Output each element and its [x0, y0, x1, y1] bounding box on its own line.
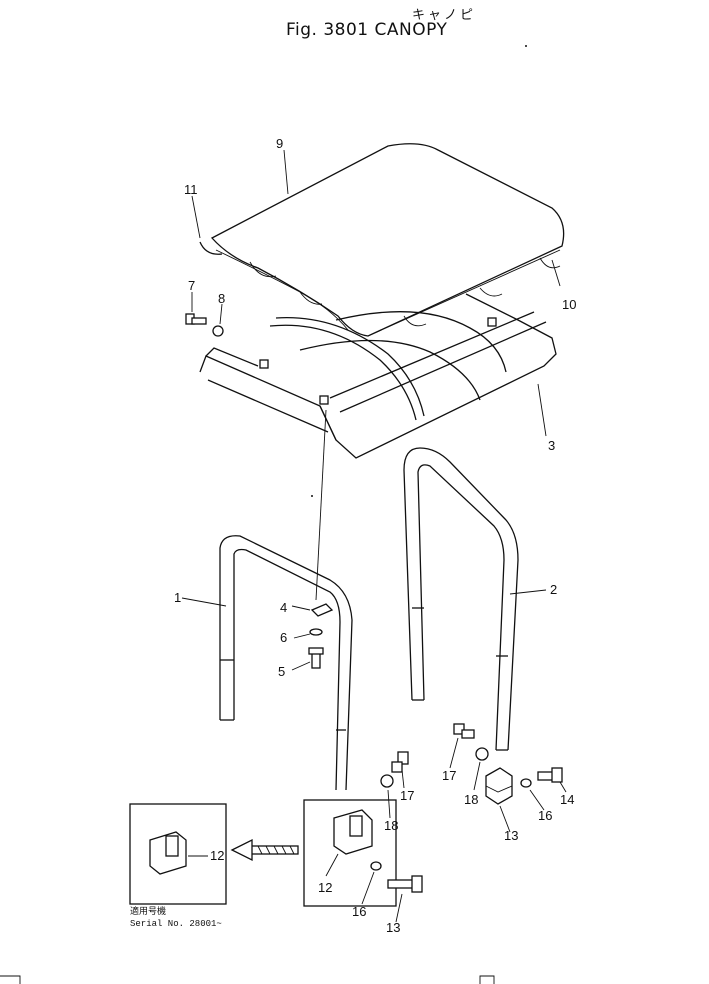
callout-3: 3	[548, 438, 555, 453]
callout-17-right: 17	[442, 768, 456, 783]
callout-13: 13	[504, 828, 518, 843]
serial-number-text: Serial No. 28001~	[130, 919, 222, 929]
hardware-4-6-5	[308, 603, 334, 669]
callout-16-left: 16	[352, 904, 366, 919]
callout-4: 4	[280, 600, 287, 615]
serial-inset-box	[129, 803, 227, 905]
callout-15: 14	[560, 792, 574, 807]
callout-12-inset: 12	[210, 848, 224, 863]
callout-18-left: 18	[384, 818, 398, 833]
callout-12-detail: 12	[318, 880, 332, 895]
callout-6: 6	[280, 630, 287, 645]
roof-panel	[199, 143, 565, 337]
callout-8: 8	[218, 291, 225, 306]
callout-14: 13	[386, 920, 400, 935]
figure-kana-title: キャノピ	[412, 8, 477, 23]
roof-frame	[199, 293, 557, 459]
corner-marks	[0, 45, 527, 984]
bracket-detail-box	[303, 799, 423, 907]
right-post	[403, 447, 519, 751]
callout-5: 5	[278, 664, 285, 679]
callout-2: 2	[550, 582, 557, 597]
callout-7: 7	[188, 278, 195, 293]
left-post	[219, 535, 353, 791]
callout-16-right: 16	[538, 808, 552, 823]
leader-lines	[181, 149, 567, 923]
hardware-7-8	[185, 313, 224, 337]
callout-10: 10	[562, 297, 576, 312]
callout-9: 9	[276, 136, 283, 151]
callout-17-left: 17	[400, 788, 414, 803]
hardware-left-bracket	[380, 751, 409, 788]
figure-title: Fig. 3801 CANOPY	[286, 20, 448, 40]
hardware-right-bracket	[453, 723, 563, 805]
applicability-label: 適用号機	[130, 905, 166, 917]
detail-arrow	[230, 838, 299, 862]
assembly-axis-line	[315, 409, 327, 601]
callout-1: 1	[174, 590, 181, 605]
callout-11: 11	[184, 182, 198, 197]
callout-labels: 9 11 10 7 8 3 1 2 4 6 5 17 18 13 16 14 1…	[130, 136, 576, 935]
callout-18-right: 18	[464, 792, 478, 807]
